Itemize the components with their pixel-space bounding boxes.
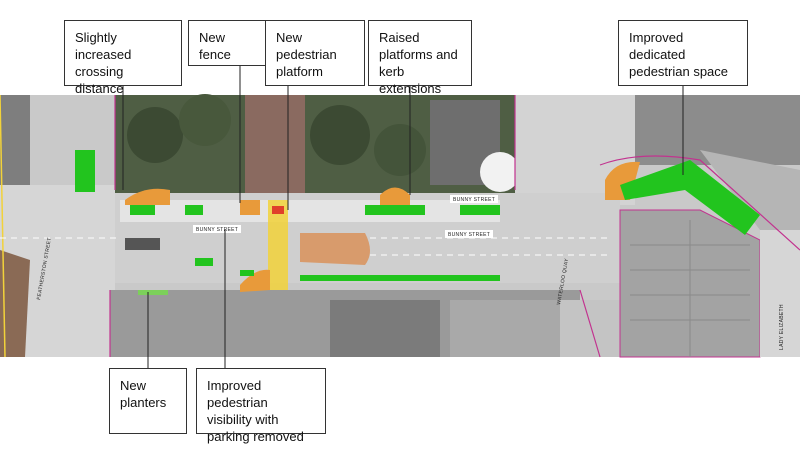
callout-ped-platform-text: New pedestrian platform (276, 30, 337, 79)
pedestrian-platform-red (272, 206, 284, 214)
median-island (300, 233, 370, 265)
leader-lines (122, 66, 684, 368)
kerb-line (109, 95, 601, 358)
roundabout-feature (480, 152, 520, 192)
tree-canopy (179, 94, 231, 146)
street-label-bunny: BUNNY STREET (453, 197, 495, 203)
callout-new-fence: New fence (188, 20, 268, 66)
median-island-left (125, 238, 160, 250)
cycleway-segment (185, 205, 203, 215)
cycleway-segment (365, 205, 425, 215)
pedestrian-platform (268, 200, 288, 290)
street-label-lady-elizabeth: LADY ELIZABETH (779, 304, 785, 350)
north-footpath (120, 200, 500, 222)
cycleway-segment (130, 205, 155, 215)
kerb-line (0, 94, 6, 358)
upper-left-block (0, 95, 30, 185)
street-label-bunny: BUNNY STREET (196, 227, 238, 233)
upper-right-block (635, 95, 800, 165)
street-label-box (450, 195, 498, 203)
callout-new-planters: New planters (109, 368, 187, 434)
tree-canopy (127, 107, 183, 163)
cycleway-segment (460, 205, 500, 215)
new-planter (138, 290, 168, 295)
street-label-box (193, 225, 241, 233)
cycleway-segment (75, 150, 95, 192)
paved-plaza (245, 95, 305, 193)
cycleway-segment (240, 270, 254, 276)
callout-raised-platforms: Raised platforms and kerb extensions (368, 20, 472, 96)
callout-crossing-text: Slightly increased crossing distance (75, 30, 132, 96)
callout-dedicated-space: Improved dedicated pedestrian space (618, 20, 748, 86)
cycleway-segment (620, 160, 760, 235)
street-label-box (445, 230, 493, 238)
kerb-extension (240, 200, 260, 215)
callout-fence-text: New fence (199, 30, 231, 62)
kerb-extension (380, 187, 410, 205)
right-footpath (700, 150, 800, 230)
callout-crossing-distance: Slightly increased crossing distance (64, 20, 182, 96)
cycleway-segment (195, 258, 213, 266)
lady-elizabeth-road (760, 230, 800, 357)
kerb-extension (240, 269, 270, 292)
left-aerial-corner (0, 250, 30, 357)
cycleway-segment (300, 275, 500, 281)
callout-visibility-text: Improved pedestrian visibility with park… (207, 378, 304, 444)
tree-canopy (310, 105, 370, 165)
callout-planters-text: New planters (120, 378, 167, 410)
lower-car-park (560, 300, 620, 357)
lower-building (450, 300, 560, 357)
kerb-line (599, 155, 800, 251)
callout-pedestrian-visibility: Improved pedestrian visibility with park… (196, 368, 326, 444)
kerb-extension (125, 188, 170, 205)
callout-raised-text: Raised platforms and kerb extensions (379, 30, 458, 96)
street-label-bunny: BUNNY STREET (448, 232, 490, 238)
callout-pedestrian-platform: New pedestrian platform (265, 20, 365, 86)
tree-canopy (374, 124, 426, 176)
lower-building (330, 300, 440, 357)
callout-dedicated-text: Improved dedicated pedestrian space (629, 30, 729, 79)
